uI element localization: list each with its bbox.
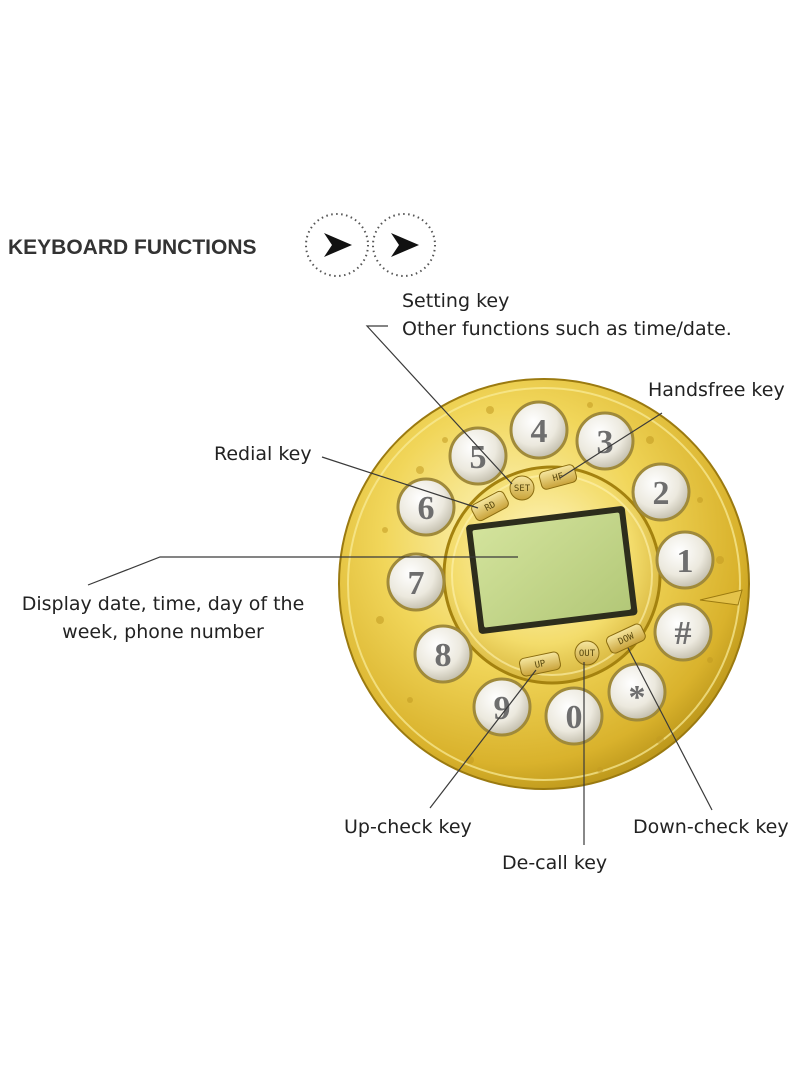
key-7[interactable]: 7 — [386, 552, 446, 612]
handsfree-key-callout: Handsfree key — [648, 379, 785, 401]
lcd-display — [466, 506, 638, 634]
key-1[interactable]: 1 — [655, 530, 715, 590]
down-check-key-callout: Down-check key — [633, 816, 789, 838]
display-leader — [87, 556, 518, 586]
arrow-circle-icon — [305, 213, 369, 277]
key-9-label: 9 — [494, 690, 511, 727]
down-check-leader — [627, 647, 713, 811]
key-0-label: 0 — [566, 699, 583, 736]
key-star-label: * — [629, 679, 646, 716]
display-callout-line1: Display date, time, day of the — [22, 593, 305, 615]
handsfree-key-label: HF — [552, 472, 565, 484]
key-0[interactable]: 0 — [544, 686, 604, 746]
up-check-key-callout: Up-check key — [344, 816, 472, 838]
key-9[interactable]: 9 — [472, 677, 532, 737]
key-2[interactable]: 2 — [631, 462, 691, 522]
up-check-leader — [429, 669, 537, 809]
de-call-key[interactable]: OUT — [574, 640, 600, 666]
redial-leader — [321, 456, 479, 509]
key-7-label: 7 — [408, 565, 425, 602]
de-call-key-callout: De-call key — [502, 852, 607, 874]
display-callout-line2: week, phone number — [62, 621, 264, 643]
key-1-label: 1 — [677, 543, 694, 580]
key-5[interactable]: 5 — [448, 426, 508, 486]
setting-leader — [365, 325, 513, 485]
redial-key-callout: Redial key — [214, 443, 312, 465]
key-hash-label: # — [675, 615, 692, 652]
arrow-circle-icon — [372, 213, 436, 277]
heading-title: KEYBOARD FUNCTIONS — [8, 236, 257, 259]
setting-key-description: Other functions such as time/date. — [402, 318, 732, 340]
up-check-key[interactable]: UP — [518, 651, 562, 677]
key-star[interactable]: * — [607, 662, 667, 722]
redial-key-label: RD — [483, 500, 497, 514]
key-2-label: 2 — [653, 475, 670, 512]
handsfree-leader — [559, 412, 663, 479]
handsfree-key[interactable]: HF — [538, 464, 578, 491]
key-5-label: 5 — [470, 439, 487, 476]
key-3-label: 3 — [597, 424, 614, 461]
setting-key-title: Setting key — [402, 290, 509, 312]
down-check-key[interactable]: DOW — [605, 622, 647, 654]
key-6-label: 6 — [418, 490, 435, 527]
key-6[interactable]: 6 — [396, 477, 456, 537]
up-check-key-label: UP — [534, 659, 547, 671]
redial-key[interactable]: RD — [470, 490, 510, 523]
key-3[interactable]: 3 — [575, 411, 635, 471]
key-8[interactable]: 8 — [413, 624, 473, 684]
key-8-label: 8 — [435, 637, 452, 674]
setting-key-label: SET — [514, 484, 531, 494]
leader-lines — [87, 325, 713, 845]
key-4-label: 4 — [531, 413, 548, 450]
setting-key[interactable]: SET — [509, 475, 535, 501]
de-call-key-label: OUT — [579, 649, 596, 659]
key-hash[interactable]: # — [653, 602, 713, 662]
key-4[interactable]: 4 — [509, 400, 569, 460]
